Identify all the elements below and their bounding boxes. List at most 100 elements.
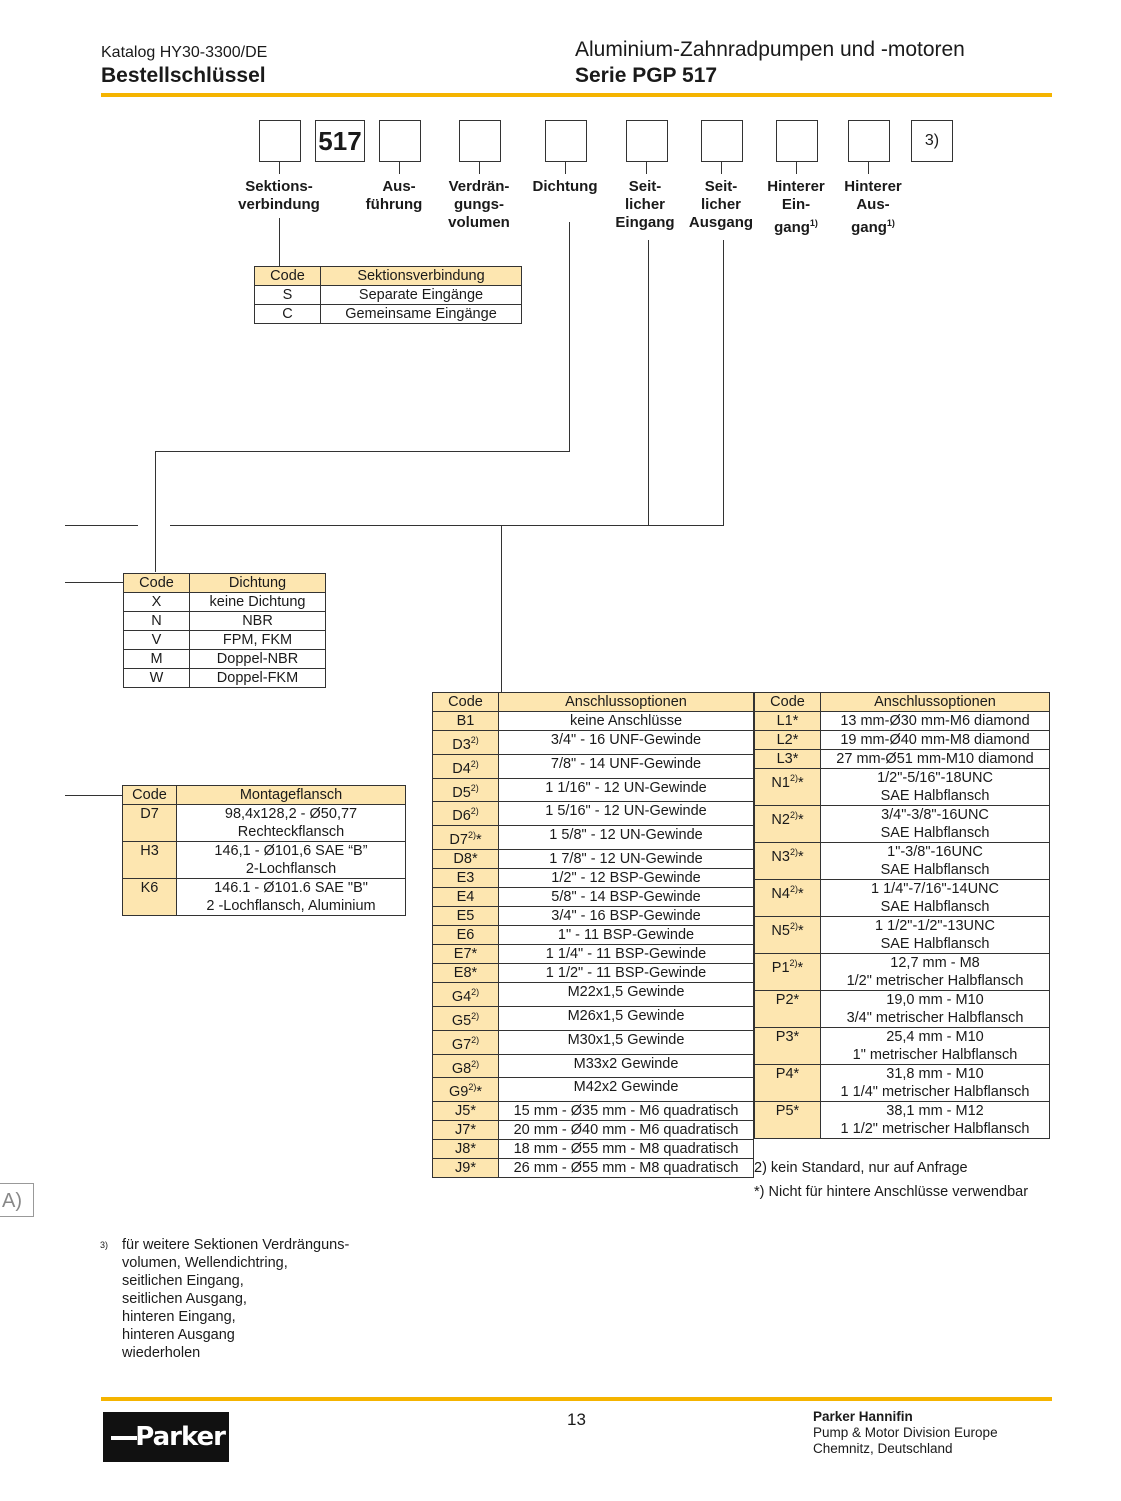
col-header: Sektionsverbindung: [320, 266, 522, 286]
value-cell: 1 5/8" - 12 UN-Gewinde: [498, 825, 754, 851]
value-cell: Gemeinsame Eingänge: [320, 304, 522, 324]
code-cell: N52)*: [754, 916, 821, 954]
table-row: L2*19 mm-Ø40 mm-M8 diamond: [754, 730, 1050, 750]
col-header: Anschlussoptionen: [498, 692, 754, 712]
code-cell: S: [254, 285, 321, 305]
value-cell: Doppel-NBR: [189, 649, 326, 669]
code-box-hint-ausgang: [848, 120, 890, 162]
code-box-ausfuehrung: [379, 120, 421, 162]
code-cell: B1: [432, 711, 499, 731]
section-title: Bestellschlüssel: [101, 64, 266, 87]
table-row: G42)M22x1,5 Gewinde: [432, 982, 754, 1007]
col-header: Code: [123, 573, 190, 593]
table-row: J5*15 mm - Ø35 mm - M6 quadratisch: [432, 1101, 754, 1122]
side-tab-a[interactable]: A): [0, 1183, 34, 1217]
value-cell: M42x2 Gewinde: [498, 1077, 754, 1103]
code-cell: N12)*: [754, 768, 821, 806]
value-cell: M30x1,5 Gewinde: [498, 1029, 754, 1055]
value-cell: 18 mm - Ø55 mm - M8 quadratisch: [498, 1139, 754, 1160]
code-box-hint-eingang: [776, 120, 818, 162]
code-cell: E7*: [432, 944, 499, 965]
tick: [399, 162, 400, 174]
value-cell: 146,1 - Ø101,6 SAE “B”2-Lochflansch: [176, 841, 406, 879]
code-box-seit-ausgang: [701, 120, 743, 162]
tick: [796, 162, 797, 174]
code-cell: V: [123, 630, 190, 650]
code-cell: P4*: [754, 1064, 821, 1102]
value-cell: 7/8" - 14 UNF-Gewinde: [498, 753, 754, 779]
code-box-dichtung: [545, 120, 587, 162]
code-cell: G72): [432, 1029, 499, 1055]
code-cell: M: [123, 649, 190, 669]
value-cell: 1" - 11 BSP-Gewinde: [498, 925, 754, 946]
table-row: J7*20 mm - Ø40 mm - M6 quadratisch: [432, 1120, 754, 1141]
logo-bar-icon: [111, 1436, 137, 1440]
connector-ausgang: [723, 240, 724, 526]
table-row: G52)M26x1,5 Gewinde: [432, 1005, 754, 1031]
tick: [565, 162, 566, 174]
code-cell: D72)*: [432, 825, 499, 851]
connector-dichtung-h: [155, 451, 570, 452]
code-cell: P12)*: [754, 953, 821, 991]
connector-dichtung-stub: [65, 582, 123, 583]
table-row: G92)*M42x2 Gewinde: [432, 1077, 754, 1103]
table-row: D52)1 1/16" - 12 UN-Gewinde: [432, 777, 754, 803]
footer-division: Pump & Motor Division Europe: [813, 1425, 998, 1440]
code-box-seit-eingang: [626, 120, 668, 162]
code-box-sektion: [259, 120, 301, 162]
table-row: D72)*1 5/8" - 12 UN-Gewinde: [432, 825, 754, 851]
table-row: K6 146.1 - Ø101.6 SAE "B"2 -Lochflansch,…: [122, 878, 406, 916]
code-cell: J8*: [432, 1139, 499, 1160]
code-cell: N: [123, 611, 190, 631]
col-header: Code: [122, 785, 177, 805]
code-cell: N22)*: [754, 805, 821, 843]
code-box-footnote: 3): [911, 120, 953, 162]
tick: [479, 162, 480, 174]
code-cell: D32): [432, 730, 499, 755]
table-row: C Gemeinsame Eingänge: [254, 304, 522, 324]
value-cell: 1 1/16" - 12 UN-Gewinde: [498, 777, 754, 803]
code-cell: E6: [432, 925, 499, 946]
table-row: D32)3/4" - 16 UNF-Gewinde: [432, 730, 754, 755]
code-cell: E8*: [432, 963, 499, 984]
note-footnote-3: für weitere Sektionen Verdränguns- volum…: [122, 1237, 350, 1361]
value-cell: keine Dichtung: [189, 592, 326, 612]
code-cell: P3*: [754, 1027, 821, 1065]
code-cell: D8*: [432, 849, 499, 870]
value-cell: M22x1,5 Gewinde: [498, 982, 754, 1007]
page-number: 13: [567, 1410, 586, 1429]
connector-dichtung: [569, 222, 570, 451]
code-cell: X: [123, 592, 190, 612]
col-header: Anschlussoptionen: [820, 692, 1050, 712]
value-cell: NBR: [189, 611, 326, 631]
value-cell: 3/4" - 16 BSP-Gewinde: [498, 906, 754, 927]
table-row: E7*1 1/4" - 11 BSP-Gewinde: [432, 944, 754, 965]
value-cell: Separate Eingänge: [320, 285, 522, 305]
label-sektion: Sektions-verbindung: [238, 178, 320, 213]
value-cell: M33x2 Gewinde: [498, 1053, 754, 1079]
catalog-number: Katalog HY30-3300/DE: [101, 44, 268, 61]
table-row: L3*27 mm-Ø51 mm-M10 diamond: [754, 749, 1050, 769]
value-cell: 13 mm-Ø30 mm-M6 diamond: [820, 711, 1050, 731]
